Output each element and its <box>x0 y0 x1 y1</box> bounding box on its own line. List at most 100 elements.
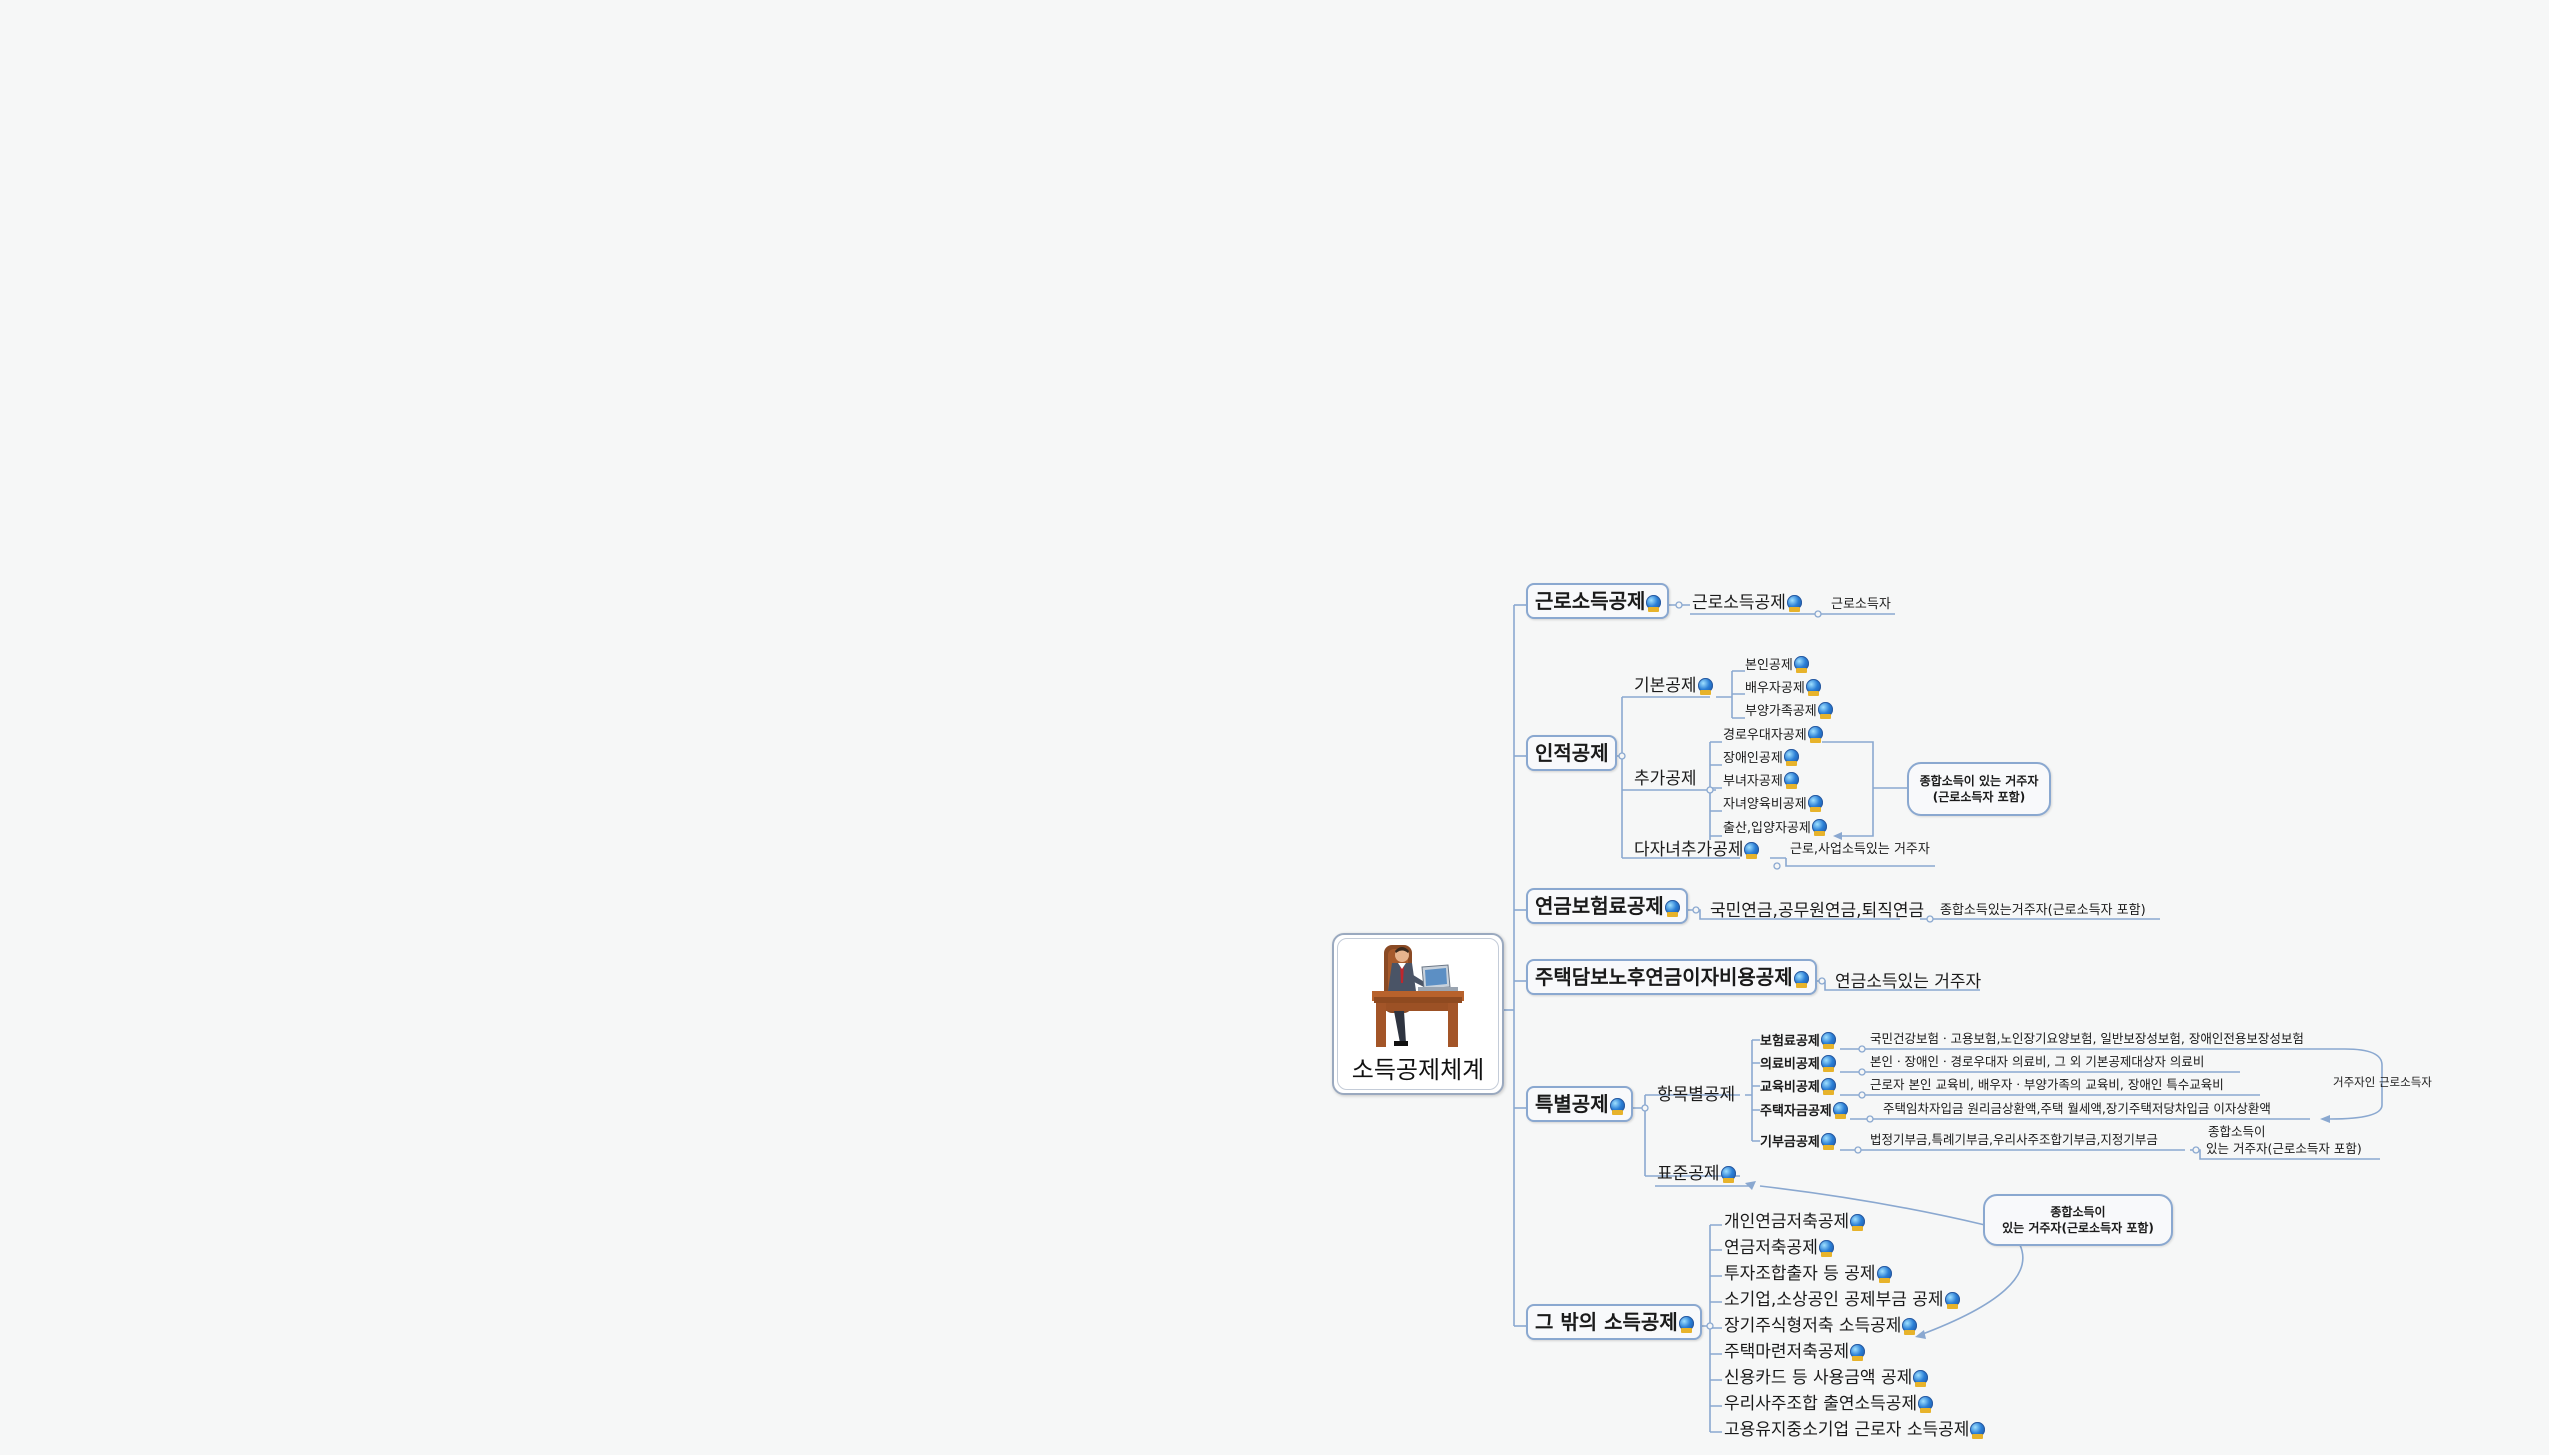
personal-callout[interactable]: 종합소득이 있는 거주자 (근로소득자 포함) <box>1907 762 2051 816</box>
central-topic-title: 소득공제체계 <box>1351 1056 1485 1084</box>
globe-link-icon[interactable] <box>1793 656 1809 673</box>
multi-child-deduction[interactable]: 다자녀추가공제 <box>1634 842 1760 859</box>
other-item[interactable]: 투자조합출자 등 공제 <box>1724 1266 1892 1283</box>
globe-link-icon[interactable] <box>1720 1166 1736 1183</box>
earned-income-deduction[interactable]: 근로소득공제 <box>1692 595 1802 612</box>
additional-item[interactable]: 자녀양육비공제 <box>1723 795 1823 812</box>
globe-link-icon[interactable] <box>1913 1370 1929 1387</box>
globe-link-icon[interactable] <box>1876 1266 1892 1283</box>
other-item-label: 주택마련저축공제 <box>1724 1342 1850 1362</box>
other-item-label: 우리사주조합 출연소득공제 <box>1724 1394 1918 1414</box>
itemized-desc: 국민건강보험ㆍ고용보험,노인장기요양보험, 일반보장성보험, 장애인전용보장성보… <box>1870 1031 2304 1046</box>
itemized-item[interactable]: 의료비공제 <box>1760 1055 1836 1072</box>
branch-personal[interactable]: 인적공제 <box>1526 735 1617 771</box>
itemized-desc: 본인ㆍ장애인ㆍ경로우대자 의료비, 그 외 기본공제대상자 의료비 <box>1870 1054 2205 1069</box>
branch-pension[interactable]: 연금보험료공제 <box>1526 888 1688 924</box>
other-item[interactable]: 신용카드 등 사용금액 공제 <box>1724 1370 1929 1387</box>
additional-item[interactable]: 출산,입양자공제 <box>1723 819 1827 836</box>
basic-item[interactable]: 배우자공제 <box>1745 679 1821 696</box>
globe-link-icon[interactable] <box>1820 1032 1836 1049</box>
additional-item[interactable]: 장애인공제 <box>1723 749 1799 766</box>
other-item[interactable]: 개인연금저축공제 <box>1724 1212 1866 1232</box>
globe-link-icon[interactable] <box>1664 900 1680 917</box>
special-callout[interactable]: 종합소득이 있는 거주자(근로소득자 포함) <box>1983 1194 2173 1246</box>
itemized-desc: 주택임차자입금 원리금상환액,주택 월세액,장기주택저당차입금 이자상환액 <box>1883 1101 2271 1116</box>
additional-item[interactable]: 경로우대자공제 <box>1723 726 1823 743</box>
other-item-label: 투자조합출자 등 공제 <box>1724 1264 1876 1284</box>
basic-item-label: 본인공제 <box>1745 658 1793 673</box>
globe-link-icon[interactable] <box>1697 678 1713 695</box>
basic-item[interactable]: 본인공제 <box>1745 656 1809 673</box>
other-item-label: 장기주식형저축 소득공제 <box>1724 1316 1902 1336</box>
housing-note[interactable]: 연금소득있는 거주자 <box>1835 972 1982 992</box>
multi-child-note: 근로,사업소득있는 거주자 <box>1790 842 1930 857</box>
branch-other[interactable]: 그 밖의 소득공제 <box>1526 1304 1702 1340</box>
itemized-item[interactable]: 교육비공제 <box>1760 1078 1836 1095</box>
itemized-deduction[interactable]: 항목별공제 <box>1657 1085 1736 1105</box>
basic-deduction-label: 기본공제 <box>1634 676 1697 696</box>
central-topic[interactable]: 소득공제체계 <box>1332 933 1504 1095</box>
additional-item-label: 자녀양육비공제 <box>1723 797 1807 812</box>
globe-link-icon[interactable] <box>1902 1318 1918 1335</box>
globe-link-icon[interactable] <box>1944 1292 1960 1309</box>
branch-earned-income[interactable]: 근로소득공제 <box>1526 583 1670 619</box>
other-item[interactable]: 고용유지중소기업 근로자 소득공제 <box>1724 1422 1986 1439</box>
globe-link-icon[interactable] <box>1811 819 1827 836</box>
donation-note-line: 있는 거주자(근로소득자 포함) <box>2206 1140 2362 1156</box>
additional-item-label: 부녀자공제 <box>1723 774 1783 789</box>
globe-link-icon[interactable] <box>1646 595 1662 612</box>
globe-link-icon[interactable] <box>1793 971 1809 988</box>
itemized-item-label: 의료비공제 <box>1760 1057 1820 1072</box>
special-callout-line: 있는 거주자(근로소득자 포함) <box>2002 1221 2154 1235</box>
itemized-desc: 근로자 본인 교육비, 배우자ㆍ부양가족의 교육비, 장애인 특수교육비 <box>1870 1077 2224 1092</box>
globe-link-icon[interactable] <box>1783 772 1799 789</box>
itemized-item[interactable]: 주택자금공제 <box>1760 1102 1848 1119</box>
special-callout-line: 종합소득이 <box>2050 1204 2106 1219</box>
globe-link-icon[interactable] <box>1818 1240 1834 1257</box>
globe-link-icon[interactable] <box>1805 679 1821 696</box>
other-item[interactable]: 장기주식형저축 소득공제 <box>1724 1316 1918 1336</box>
other-item[interactable]: 연금저축공제 <box>1724 1240 1834 1257</box>
globe-link-icon[interactable] <box>1783 749 1799 766</box>
branch-other-label: 그 밖의 소득공제 <box>1535 1310 1678 1334</box>
other-item-label: 연금저축공제 <box>1724 1238 1818 1258</box>
additional-deduction[interactable]: 추가공제 <box>1634 769 1697 789</box>
globe-link-icon[interactable] <box>1970 1422 1986 1439</box>
globe-link-icon[interactable] <box>1820 1133 1836 1150</box>
globe-link-icon[interactable] <box>1807 795 1823 812</box>
globe-link-icon[interactable] <box>1850 1214 1866 1231</box>
globe-link-icon[interactable] <box>1918 1396 1934 1413</box>
globe-link-icon[interactable] <box>1820 1055 1836 1072</box>
additional-item[interactable]: 부녀자공제 <box>1723 772 1799 789</box>
other-item[interactable]: 소기업,소상공인 공제부금 공제 <box>1724 1292 1960 1309</box>
itemized-item[interactable]: 보험료공제 <box>1760 1032 1836 1049</box>
other-item-label: 개인연금저축공제 <box>1724 1212 1850 1232</box>
branch-housing-label: 주택담보노후연금이자비용공제 <box>1535 965 1793 989</box>
personal-callout-line: 종합소득이 있는 거주자 <box>1919 773 2039 788</box>
additional-item-label: 경로우대자공제 <box>1723 728 1807 743</box>
pension-types[interactable]: 국민연금,공무원연금,퇴직연금 <box>1710 901 1925 921</box>
globe-link-icon[interactable] <box>1786 595 1802 612</box>
globe-link-icon[interactable] <box>1678 1316 1694 1333</box>
globe-link-icon[interactable] <box>1850 1344 1866 1361</box>
basic-item-label: 배우자공제 <box>1745 681 1805 696</box>
branch-special[interactable]: 특별공제 <box>1526 1086 1633 1122</box>
donation-note: 종합소득이 있는 거주자(근로소득자 포함) <box>2206 1124 2362 1158</box>
pension-note: 종합소득있는거주자(근로소득자 포함) <box>1940 903 2146 918</box>
itemized-item[interactable]: 기부금공제 <box>1760 1133 1836 1150</box>
itemized-item-label: 교육비공제 <box>1760 1080 1820 1095</box>
branch-housing[interactable]: 주택담보노후연금이자비용공제 <box>1526 959 1817 995</box>
other-item[interactable]: 우리사주조합 출연소득공제 <box>1724 1394 1934 1414</box>
globe-link-icon[interactable] <box>1817 702 1833 719</box>
standard-deduction[interactable]: 표준공제 <box>1657 1166 1736 1183</box>
globe-link-icon[interactable] <box>1609 1098 1625 1115</box>
globe-link-icon[interactable] <box>1820 1078 1836 1095</box>
globe-link-icon[interactable] <box>1807 726 1823 743</box>
basic-deduction[interactable]: 기본공제 <box>1634 678 1713 695</box>
other-item[interactable]: 주택마련저축공제 <box>1724 1342 1866 1362</box>
personal-callout-line: (근로소득자 포함) <box>1932 790 2026 804</box>
globe-link-icon[interactable] <box>1744 842 1760 859</box>
globe-link-icon[interactable] <box>1832 1102 1848 1119</box>
basic-item[interactable]: 부양가족공제 <box>1745 702 1833 719</box>
other-item-label: 소기업,소상공인 공제부금 공제 <box>1724 1290 1944 1310</box>
